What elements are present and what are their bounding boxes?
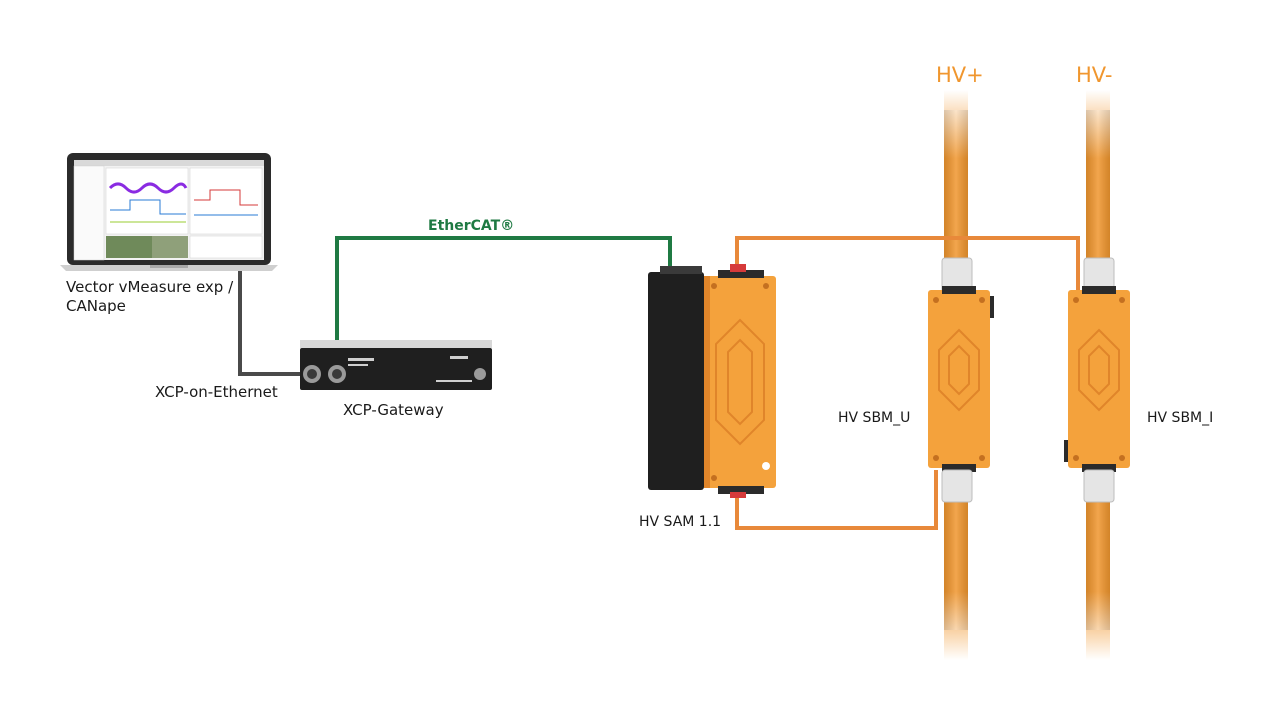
laptop-label-line1: Vector vMeasure exp / [66, 278, 234, 296]
laptop-label-line2: CANape [66, 297, 126, 315]
hv-minus-label: HV- [1076, 63, 1113, 87]
ethercat-cable [335, 236, 672, 374]
bus-cable-top [735, 236, 1080, 292]
hv-sam-device [648, 264, 776, 498]
ethercat-label: EtherCAT® [428, 218, 515, 234]
sam-label: HV SAM 1.1 [639, 514, 722, 530]
ethernet-cable [238, 265, 312, 376]
xcp-ethernet-label: XCP-on-Ethernet [155, 383, 278, 401]
laptop [60, 153, 278, 271]
xcp-gateway [300, 340, 492, 390]
hv-plus-label: HV+ [936, 63, 984, 87]
gateway-label: XCP-Gateway [343, 401, 444, 419]
sbm-u-label: HV SBM_U [838, 410, 911, 426]
hv-sbm-u-device [928, 257, 994, 503]
bus-cable-bottom [735, 470, 938, 530]
sbm-i-label: HV SBM_I [1147, 410, 1214, 426]
hv-sbm-i-device [1064, 257, 1130, 503]
